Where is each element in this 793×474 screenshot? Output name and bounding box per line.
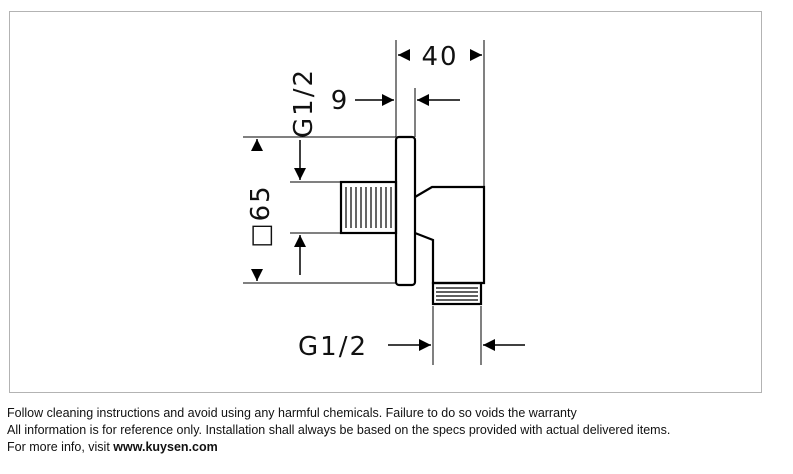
- dimension-9: 9: [331, 86, 460, 116]
- dim-40-label: 40: [421, 42, 458, 72]
- dimension-40: 40: [398, 42, 482, 72]
- dimension-bottom-thread: G1/2: [298, 332, 525, 362]
- footer-line-info: For more info, visit www.kuysen.com: [7, 439, 787, 456]
- left-thread-hatch: [345, 187, 392, 228]
- fitting-outline: [339, 135, 486, 287]
- footer-line-reference: All information is for reference only. I…: [7, 423, 671, 437]
- technical-drawing: 40 9 G1/2 □65 G1/2: [243, 40, 525, 365]
- dim-65-label: □65: [246, 184, 276, 248]
- bottom-thread-hatch: [436, 287, 478, 301]
- footer-line-cleaning: Follow cleaning instructions and avoid u…: [7, 406, 577, 420]
- dimension-left-thread: G1/2: [289, 68, 319, 275]
- bottom-outlet: [431, 281, 483, 306]
- footer-info-prefix: For more info, visit: [7, 440, 114, 454]
- dim-left-thread-label: G1/2: [289, 68, 319, 138]
- dim-bottom-thread-label: G1/2: [298, 332, 368, 362]
- footer-notes: Follow cleaning instructions and avoid u…: [7, 405, 787, 456]
- dimension-65: □65: [246, 139, 276, 281]
- dim-9-label: 9: [331, 86, 350, 116]
- website-link[interactable]: www.kuysen.com: [113, 440, 218, 454]
- extension-lines: [243, 40, 485, 365]
